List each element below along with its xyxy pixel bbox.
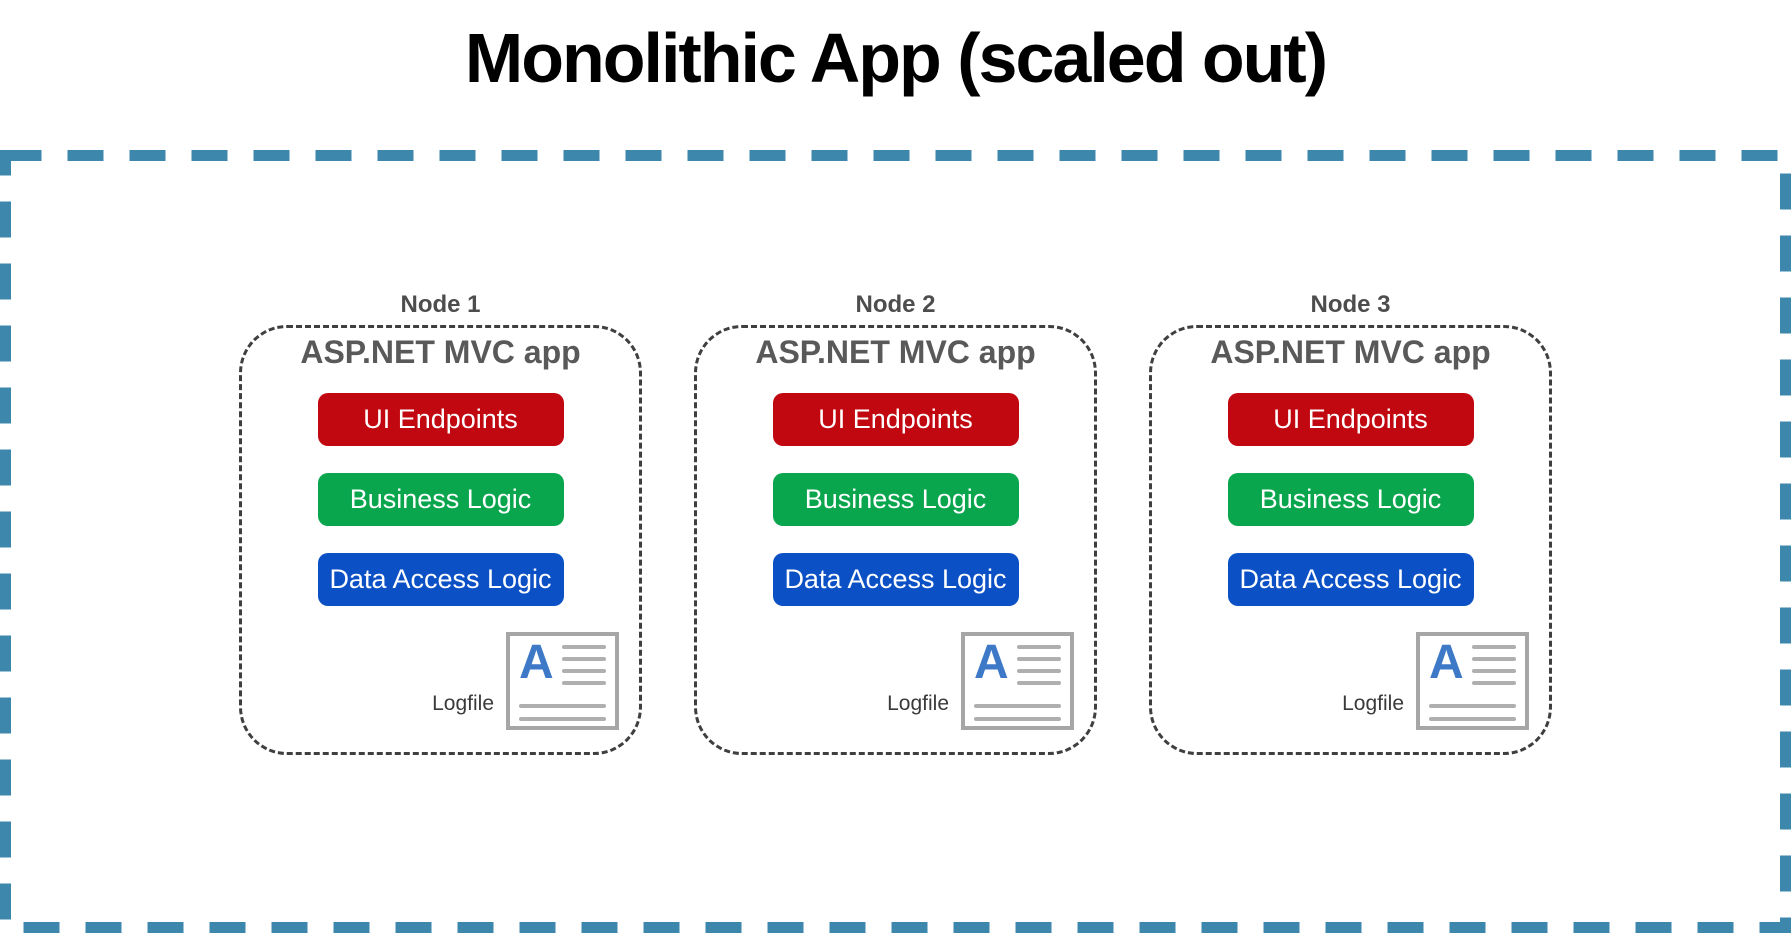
node-2-box: ASP.NET MVC app UI Endpoints Business Lo… [694, 325, 1097, 755]
node-2-group: Node 2 ASP.NET MVC app UI Endpoints Busi… [694, 291, 1097, 755]
node-1-label: Node 1 [400, 291, 481, 318]
node-3-box: ASP.NET MVC app UI Endpoints Business Lo… [1149, 325, 1552, 755]
node-1-logfile-label: Logfile [432, 691, 494, 715]
document-icon-short-lines [1016, 642, 1061, 693]
document-text-icon: A [1416, 631, 1529, 730]
node-2-app-title: ASP.NET MVC app [755, 334, 1036, 370]
node-3-ui-endpoints-layer: UI Endpoints [1227, 392, 1474, 446]
document-icon-header: A [1429, 635, 1516, 693]
node-1-data-access-logic-layer: Data Access Logic [317, 552, 564, 606]
node-3-business-logic-layer: Business Logic [1227, 472, 1474, 526]
document-icon-header: A [974, 635, 1061, 693]
document-text-icon: A [961, 631, 1074, 730]
diagram-title: Monolithic App (scaled out) [464, 19, 1328, 97]
node-1-ui-endpoints-layer: UI Endpoints [317, 392, 564, 446]
document-icon-long-lines [1429, 695, 1516, 721]
node-1-box: ASP.NET MVC app UI Endpoints Business Lo… [239, 325, 642, 755]
document-icon-short-lines [561, 642, 606, 693]
node-1-logfile: Logfile A [432, 631, 619, 730]
node-1-app-title: ASP.NET MVC app [300, 334, 581, 370]
node-3-group: Node 3 ASP.NET MVC app UI Endpoints Busi… [1149, 291, 1552, 755]
node-2-logfile-label: Logfile [887, 691, 949, 715]
node-1-group: Node 1 ASP.NET MVC app UI Endpoints Busi… [239, 291, 642, 755]
node-2-data-access-logic-layer: Data Access Logic [772, 552, 1019, 606]
document-icon-long-lines [974, 695, 1061, 721]
document-icon-header: A [519, 635, 606, 693]
node-2-logfile: Logfile A [887, 631, 1074, 730]
node-2-ui-endpoints-layer: UI Endpoints [772, 392, 1019, 446]
document-text-icon: A [506, 631, 619, 730]
nodes-row: Node 1 ASP.NET MVC app UI Endpoints Busi… [0, 291, 1791, 755]
node-3-app-title: ASP.NET MVC app [1210, 334, 1491, 370]
node-3-label: Node 3 [1310, 291, 1391, 318]
node-3-data-access-logic-layer: Data Access Logic [1227, 552, 1474, 606]
document-icon-long-lines [519, 695, 606, 721]
node-2-business-logic-layer: Business Logic [772, 472, 1019, 526]
document-icon-letter: A [519, 635, 554, 689]
node-2-label: Node 2 [855, 291, 936, 318]
node-1-business-logic-layer: Business Logic [317, 472, 564, 526]
document-icon-letter: A [974, 635, 1009, 689]
node-3-logfile: Logfile A [1342, 631, 1529, 730]
document-icon-short-lines [1471, 642, 1516, 693]
document-icon-letter: A [1429, 635, 1464, 689]
node-3-logfile-label: Logfile [1342, 691, 1404, 715]
